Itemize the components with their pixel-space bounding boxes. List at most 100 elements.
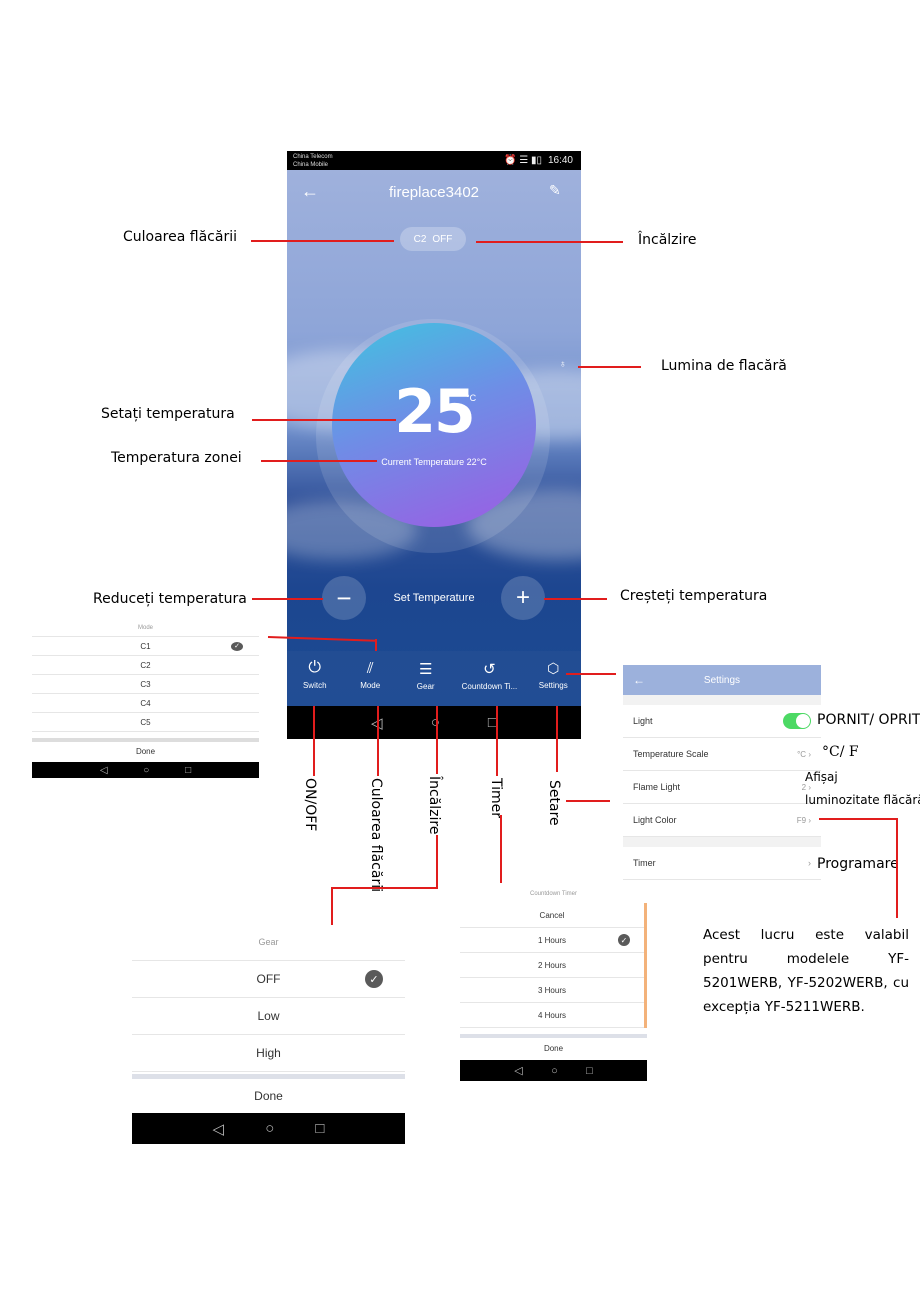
gear-nav-bar: ◁ ○ □ [132, 1113, 405, 1144]
label-increase: Creșteți temperatura [620, 588, 768, 604]
label-on-off-ro: PORNIT/ OPRIT [817, 712, 920, 728]
setting-row-light-color[interactable]: Light Color F9 › [623, 804, 821, 837]
temperature-dial: 25 °C Current Temperature 22°C [332, 323, 536, 527]
set-temperature-label: Set Temperature [393, 592, 475, 604]
timer-sheet-title: Countdown Timer [529, 891, 578, 897]
label-timer: Timer [488, 778, 504, 819]
timer-option[interactable]: 3 Hours [460, 978, 644, 1003]
mode-icon: ⫽ [366, 660, 374, 677]
label-zone-temperature: Temperatura zonei [111, 450, 242, 466]
bulb-icon[interactable]: ♁ [559, 359, 567, 370]
gear-option[interactable]: High [132, 1035, 405, 1072]
temperature-unit: °C [466, 393, 477, 403]
mode-sheet-title: Mode [32, 620, 259, 637]
timer-option[interactable]: 1 Hours✓ [460, 928, 644, 953]
gear-option[interactable]: OFF✓ [132, 961, 405, 998]
timer-done-button[interactable]: Done [543, 1044, 564, 1053]
setting-value: 2 [801, 782, 807, 792]
carrier-2: China Mobile [293, 162, 329, 168]
gear-icon: ☰ [418, 661, 433, 678]
gear-done-button[interactable]: Done [254, 1089, 283, 1103]
setting-label: Temperature Scale [633, 749, 709, 759]
decrease-button[interactable]: − [322, 576, 366, 620]
mode-option[interactable]: C1✓ [32, 637, 259, 656]
tab-gear[interactable]: ☰ Gear [398, 651, 453, 706]
heat-value: OFF [432, 233, 453, 245]
nav-recent-icon[interactable]: □ [487, 714, 497, 731]
label-settings: Setare [546, 780, 562, 826]
label-schedule: Programare [817, 856, 899, 872]
mode-option[interactable]: C2 [32, 656, 259, 675]
label-brightness-2: luminozitate flăcără [805, 793, 920, 807]
chevron-right-icon: › [808, 782, 811, 792]
increase-button[interactable]: + [501, 576, 545, 620]
label-heating-vertical: Încălzire [426, 776, 442, 835]
timer-option[interactable]: 4 Hours [460, 1003, 644, 1028]
label-on-off: ON/OFF [302, 778, 318, 832]
setting-row-timer[interactable]: Timer › [623, 847, 821, 880]
nav-back-icon[interactable]: ◁ [99, 764, 108, 776]
label-heating: Încălzire [638, 232, 697, 248]
setting-row-flame-light[interactable]: Flame Light 2 › [623, 771, 821, 804]
tab-mode[interactable]: ⫽ Mode [342, 651, 397, 706]
nav-back-icon[interactable]: ◁ [371, 714, 383, 732]
timer-cancel-button[interactable]: Cancel [460, 903, 644, 928]
tab-countdown[interactable]: ↺ Countdown Ti... [453, 651, 525, 706]
timer-sheet: Countdown Timer Cancel 1 Hours✓ 2 Hours … [460, 885, 647, 1089]
tab-countdown-label: Countdown Ti... [461, 682, 518, 691]
setting-value: F9 [796, 815, 807, 825]
check-icon: ✓ [365, 970, 383, 988]
nav-home-icon[interactable]: ○ [551, 1064, 558, 1077]
gear-option[interactable]: Low [132, 998, 405, 1035]
setting-label: Light [633, 716, 653, 726]
nav-recent-icon[interactable]: □ [315, 1120, 325, 1137]
mode-option[interactable]: C5 [32, 713, 259, 732]
nav-recent-icon[interactable]: □ [586, 1064, 593, 1077]
label-brightness-1: Afișaj [805, 770, 838, 784]
back-icon[interactable]: ← [633, 673, 645, 687]
countdown-icon: ↺ [483, 661, 496, 678]
nav-home-icon[interactable]: ○ [431, 714, 440, 731]
label-flame-color: Culoarea flăcării [123, 229, 237, 245]
setting-row-light[interactable]: Light [623, 705, 821, 738]
settings-header: ← Settings [623, 665, 821, 695]
status-time: 16:40 [547, 155, 573, 166]
nav-back-icon[interactable]: ◁ [212, 1120, 225, 1138]
check-icon: ✓ [618, 934, 630, 946]
setting-row-scale[interactable]: Temperature Scale °C › [623, 738, 821, 771]
label-decrease: Reduceți temperatura [93, 591, 247, 607]
tab-gear-label: Gear [416, 682, 435, 691]
carrier-1: China Telecom [293, 154, 333, 160]
timer-option[interactable]: 2 Hours [460, 953, 644, 978]
gear-sheet: Gear OFF✓ Low High Done ◁ ○ □ [132, 925, 405, 1144]
edit-icon[interactable]: ✎ [549, 182, 561, 198]
label-flame-light: Lumina de flacără [661, 358, 787, 374]
tab-switch-label: Switch [302, 681, 327, 690]
set-temperature-value: 25 [394, 377, 476, 447]
current-temperature: Current Temperature 22°C [381, 457, 487, 467]
light-toggle[interactable] [783, 713, 811, 729]
mode-done-button[interactable]: Done [135, 747, 156, 756]
nav-home-icon[interactable]: ○ [143, 764, 150, 776]
mode-option[interactable]: C4 [32, 694, 259, 713]
mode-nav-bar: ◁ ○ □ [32, 762, 259, 778]
tab-switch[interactable]: ⏻ Switch [287, 651, 342, 706]
mode-option[interactable]: C3 [32, 675, 259, 694]
app-screen: ← fireplace3402 ✎ C2 OFF ♁ 25 °C Current… [287, 170, 581, 706]
nav-home-icon[interactable]: ○ [265, 1120, 275, 1137]
status-icons: ⏰ ☰ ▮▯ [503, 155, 542, 166]
settings-sheet: ← Settings Light Temperature Scale °C › … [623, 665, 821, 880]
label-scale: °C/ F [822, 744, 859, 760]
tab-settings[interactable]: ⬡ Settings [526, 651, 581, 706]
power-icon: ⏻ [308, 659, 322, 676]
back-icon[interactable]: ← [301, 181, 319, 201]
flame-color-value: C2 [413, 233, 427, 245]
status-chip: C2 OFF [400, 227, 466, 251]
tab-mode-label: Mode [360, 681, 381, 690]
nav-back-icon[interactable]: ◁ [514, 1065, 523, 1077]
nav-recent-icon[interactable]: □ [185, 764, 192, 776]
setting-value: °C [797, 749, 807, 759]
check-icon: ✓ [231, 641, 243, 651]
chevron-right-icon: › [808, 815, 811, 825]
bottom-tab-bar: ⏻ Switch ⫽ Mode ☰ Gear ↺ Countdown Ti...… [287, 651, 581, 706]
